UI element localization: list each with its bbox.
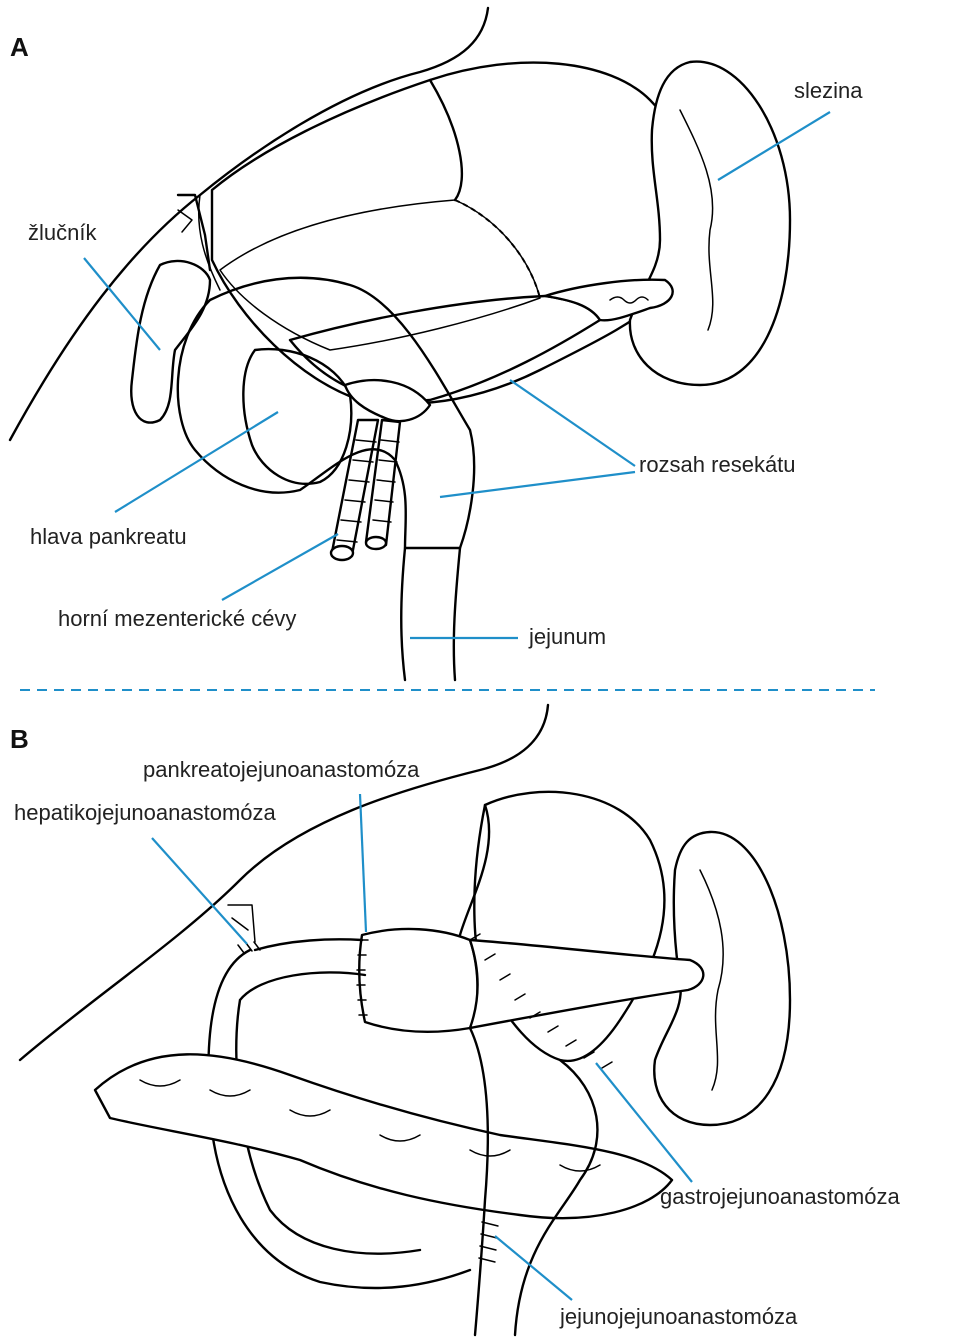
- panel-a: A: [10, 8, 863, 680]
- jejunum-right-wall: [454, 548, 460, 680]
- pancreas-remnant-stump: [359, 929, 477, 1032]
- leader-hepatikojejunoanastomoza: [152, 838, 247, 944]
- gallbladder: [131, 261, 210, 423]
- panel-b-label: B: [10, 724, 29, 754]
- label-horni-mezentericke-cevy: horní mezenterické cévy: [58, 606, 296, 631]
- label-hlava-pankreatu: hlava pankreatu: [30, 524, 187, 549]
- label-rozsah-resekatu: rozsah resekátu: [639, 452, 796, 477]
- stomach: [212, 63, 690, 404]
- label-jejunojejunoanastomoza: jejunojejunoanastomóza: [559, 1304, 798, 1329]
- panel-b: B pankreato: [10, 705, 900, 1335]
- label-pankreatojejunoanastomoza: pankreatojejunoanastomóza: [143, 757, 420, 782]
- leader-hlava-pankreatu: [115, 412, 278, 512]
- label-hepatikojejunoanastomoza: hepatikojejunoanastomóza: [14, 800, 277, 825]
- vessel-cut-end-2: [366, 537, 386, 549]
- jejunal-loop-outer: [255, 939, 362, 950]
- jejunum-left-wall: [401, 548, 405, 680]
- bile-duct: [178, 195, 210, 270]
- leader-pankreatojejunoanastomoza: [360, 794, 366, 932]
- vessel-cut-end-1: [331, 546, 353, 560]
- label-jejunum: jejunum: [528, 624, 606, 649]
- bile-duct-branch: [178, 210, 192, 232]
- leader-horni-mezentericke-cevy: [222, 534, 338, 600]
- label-slezina: slezina: [794, 78, 863, 103]
- label-zlucnik: žlučník: [28, 220, 97, 245]
- leader-jejunojejunoanastomoza: [495, 1236, 572, 1300]
- panel-a-label: A: [10, 32, 29, 62]
- leader-rozsah-resekatu-2: [440, 472, 635, 497]
- mesenteric-vein: [332, 420, 378, 555]
- leader-rozsah-resekatu-1: [510, 380, 635, 466]
- label-gastrojejunoanastomoza: gastrojejunoanastomóza: [660, 1184, 900, 1209]
